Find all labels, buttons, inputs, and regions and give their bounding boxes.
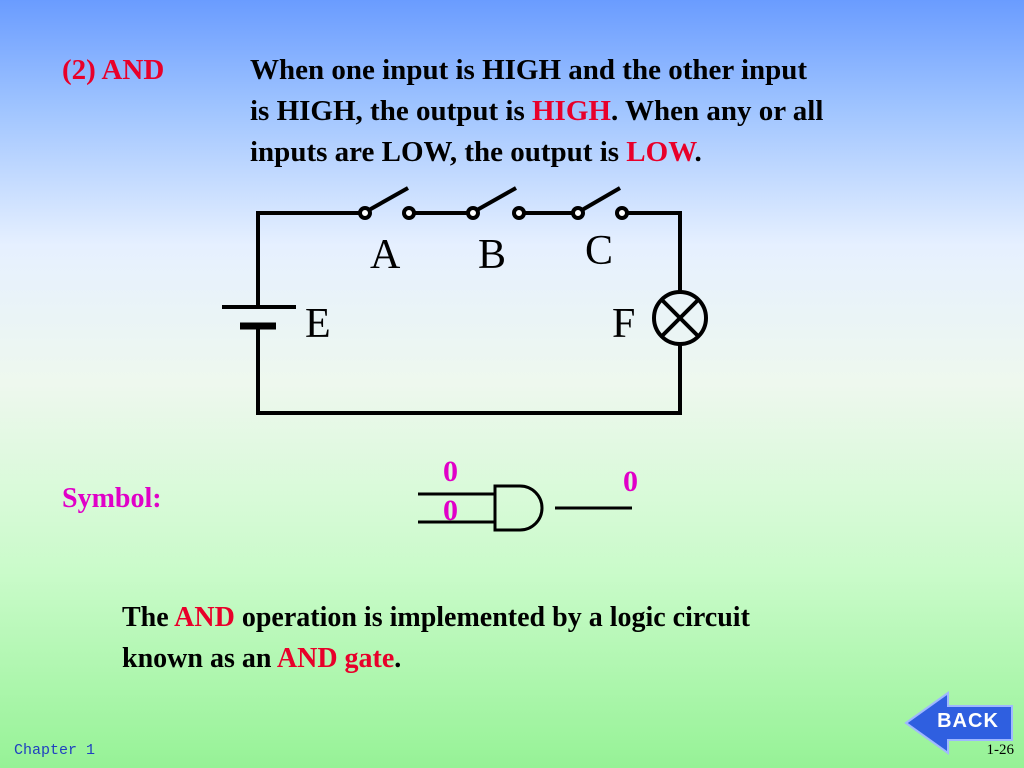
gate-input-b-value: 0 [443,494,458,527]
switch-c-label: C [585,228,614,274]
and-gate-body [493,484,544,532]
switch-b-label: B [478,232,507,278]
description-line-1: When one input is HIGH and the other inp… [250,54,808,86]
bottom-line-2: known as an AND gate. [122,638,750,679]
and-gate-highlight: AND gate [276,643,395,674]
bottom-text: The AND operation is implemented by a lo… [122,597,750,679]
slide-heading: (2) AND [62,54,165,86]
and-gate-symbol [418,484,632,532]
lamp-label: F [612,301,636,347]
wire-left [256,211,360,309]
bottom-line-1-mid: operation is implemented by a logic circ… [234,602,750,633]
description-line-3: inputs are LOW, the output is LOW. [250,132,823,173]
wire-left-lower [256,324,682,415]
gate-input-a-value: 0 [443,455,458,488]
bottom-line-2-pre: known as an [122,643,277,674]
description-line-2: is HIGH, the output is HIGH. When any or… [250,91,823,132]
description-line-2-pre: is HIGH, the output is [250,95,532,127]
lamp-icon [652,290,708,346]
switch-a-label: A [370,232,401,278]
bottom-line-1-pre: The [122,602,175,633]
page-number: 1-26 [986,742,1015,758]
description-line-3-pre: inputs are LOW, the output is [250,136,627,168]
symbol-label: Symbol: [62,483,162,514]
high-highlight: HIGH [532,95,611,127]
back-button-arrow [904,691,1013,755]
bottom-line-2-post: . [394,643,402,674]
switch-a [358,186,416,220]
chapter-label: Chapter 1 [14,742,96,759]
source-label: E [305,301,331,347]
switch-b [466,186,526,220]
gate-output-value: 0 [623,465,638,498]
bottom-line-1: The AND operation is implemented by a lo… [122,597,750,638]
and-highlight: AND [174,602,235,633]
description-text: When one input is HIGH and the other inp… [250,50,823,173]
description-line-3-post: . [694,136,702,168]
switch-c [571,186,629,220]
low-highlight: LOW [626,136,695,168]
wire-right [622,211,682,294]
description-line-2-post: . When any or all [610,95,824,127]
